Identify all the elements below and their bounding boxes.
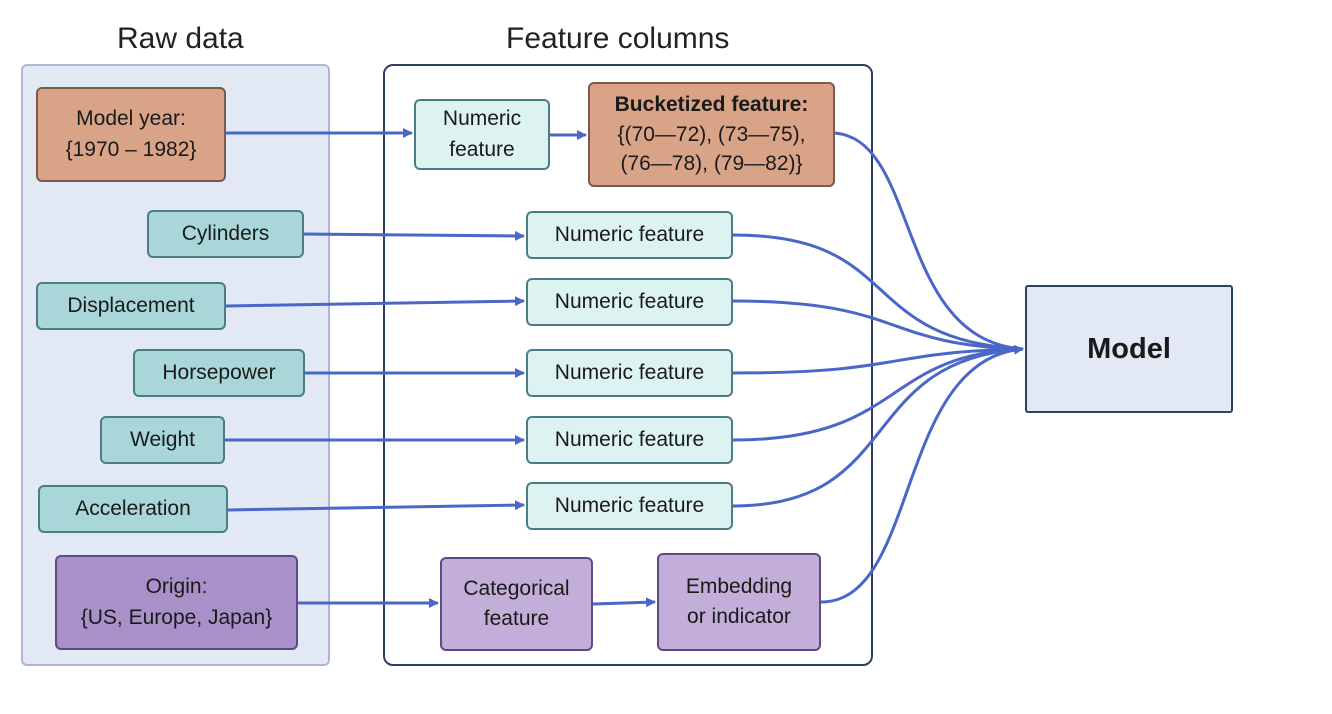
- raw-cylinders: Cylinders: [147, 210, 304, 258]
- numeric-feature-label: Numeric feature: [554, 360, 705, 384]
- numeric-feature-year-line2: feature: [449, 137, 515, 161]
- numeric-feature-label: Numeric feature: [554, 427, 705, 451]
- numeric-feature-acceleration: Numeric feature: [526, 482, 733, 530]
- raw-acceleration-label: Acceleration: [75, 496, 191, 520]
- numeric-feature-year: Numeric feature: [414, 99, 550, 170]
- model-label: Model: [1087, 332, 1171, 365]
- raw-horsepower-label: Horsepower: [162, 360, 276, 384]
- raw-data-title: Raw data: [117, 22, 244, 55]
- bucketized-feature: Bucketized feature: {(70—72), (73—75), (…: [588, 82, 835, 187]
- raw-cylinders-label: Cylinders: [181, 221, 270, 245]
- numeric-feature-displacement: Numeric feature: [526, 278, 733, 326]
- raw-displacement-label: Displacement: [67, 293, 195, 317]
- bucketized-feature-ranges-2: (76—78), (79—82)}: [620, 152, 803, 176]
- raw-weight-label: Weight: [130, 427, 195, 451]
- raw-weight: Weight: [100, 416, 225, 464]
- embedding-or-indicator: Embedding or indicator: [657, 553, 821, 651]
- categorical-feature-line2: feature: [483, 607, 550, 630]
- raw-model-year-range: {1970 – 1982}: [65, 137, 197, 161]
- numeric-feature-cylinders: Numeric feature: [526, 211, 733, 259]
- raw-acceleration: Acceleration: [38, 485, 228, 533]
- raw-origin: Origin: {US, Europe, Japan}: [55, 555, 298, 650]
- numeric-feature-year-line1: Numeric: [442, 107, 522, 131]
- categorical-feature-line1: Categorical: [463, 576, 570, 600]
- raw-displacement: Displacement: [36, 282, 226, 330]
- raw-origin-label: Origin:: [145, 575, 208, 599]
- categorical-feature: Categorical feature: [440, 557, 593, 651]
- embedding-line1: Embedding: [685, 574, 793, 598]
- numeric-feature-label: Numeric feature: [554, 222, 705, 246]
- numeric-feature-label: Numeric feature: [554, 289, 705, 313]
- numeric-feature-weight: Numeric feature: [526, 416, 733, 464]
- raw-model-year: Model year: {1970 – 1982}: [36, 87, 226, 182]
- feature-columns-title: Feature columns: [506, 22, 730, 55]
- model-box: Model: [1025, 285, 1233, 413]
- raw-origin-values: {US, Europe, Japan}: [80, 605, 273, 629]
- embedding-line2: or indicator: [687, 605, 791, 628]
- raw-model-year-label: Model year:: [76, 107, 186, 131]
- raw-horsepower: Horsepower: [133, 349, 305, 397]
- numeric-feature-label: Numeric feature: [554, 493, 705, 517]
- bucketized-feature-ranges-1: {(70—72), (73—75),: [617, 122, 806, 146]
- numeric-feature-horsepower: Numeric feature: [526, 349, 733, 397]
- bucketized-feature-title: Bucketized feature:: [614, 93, 809, 117]
